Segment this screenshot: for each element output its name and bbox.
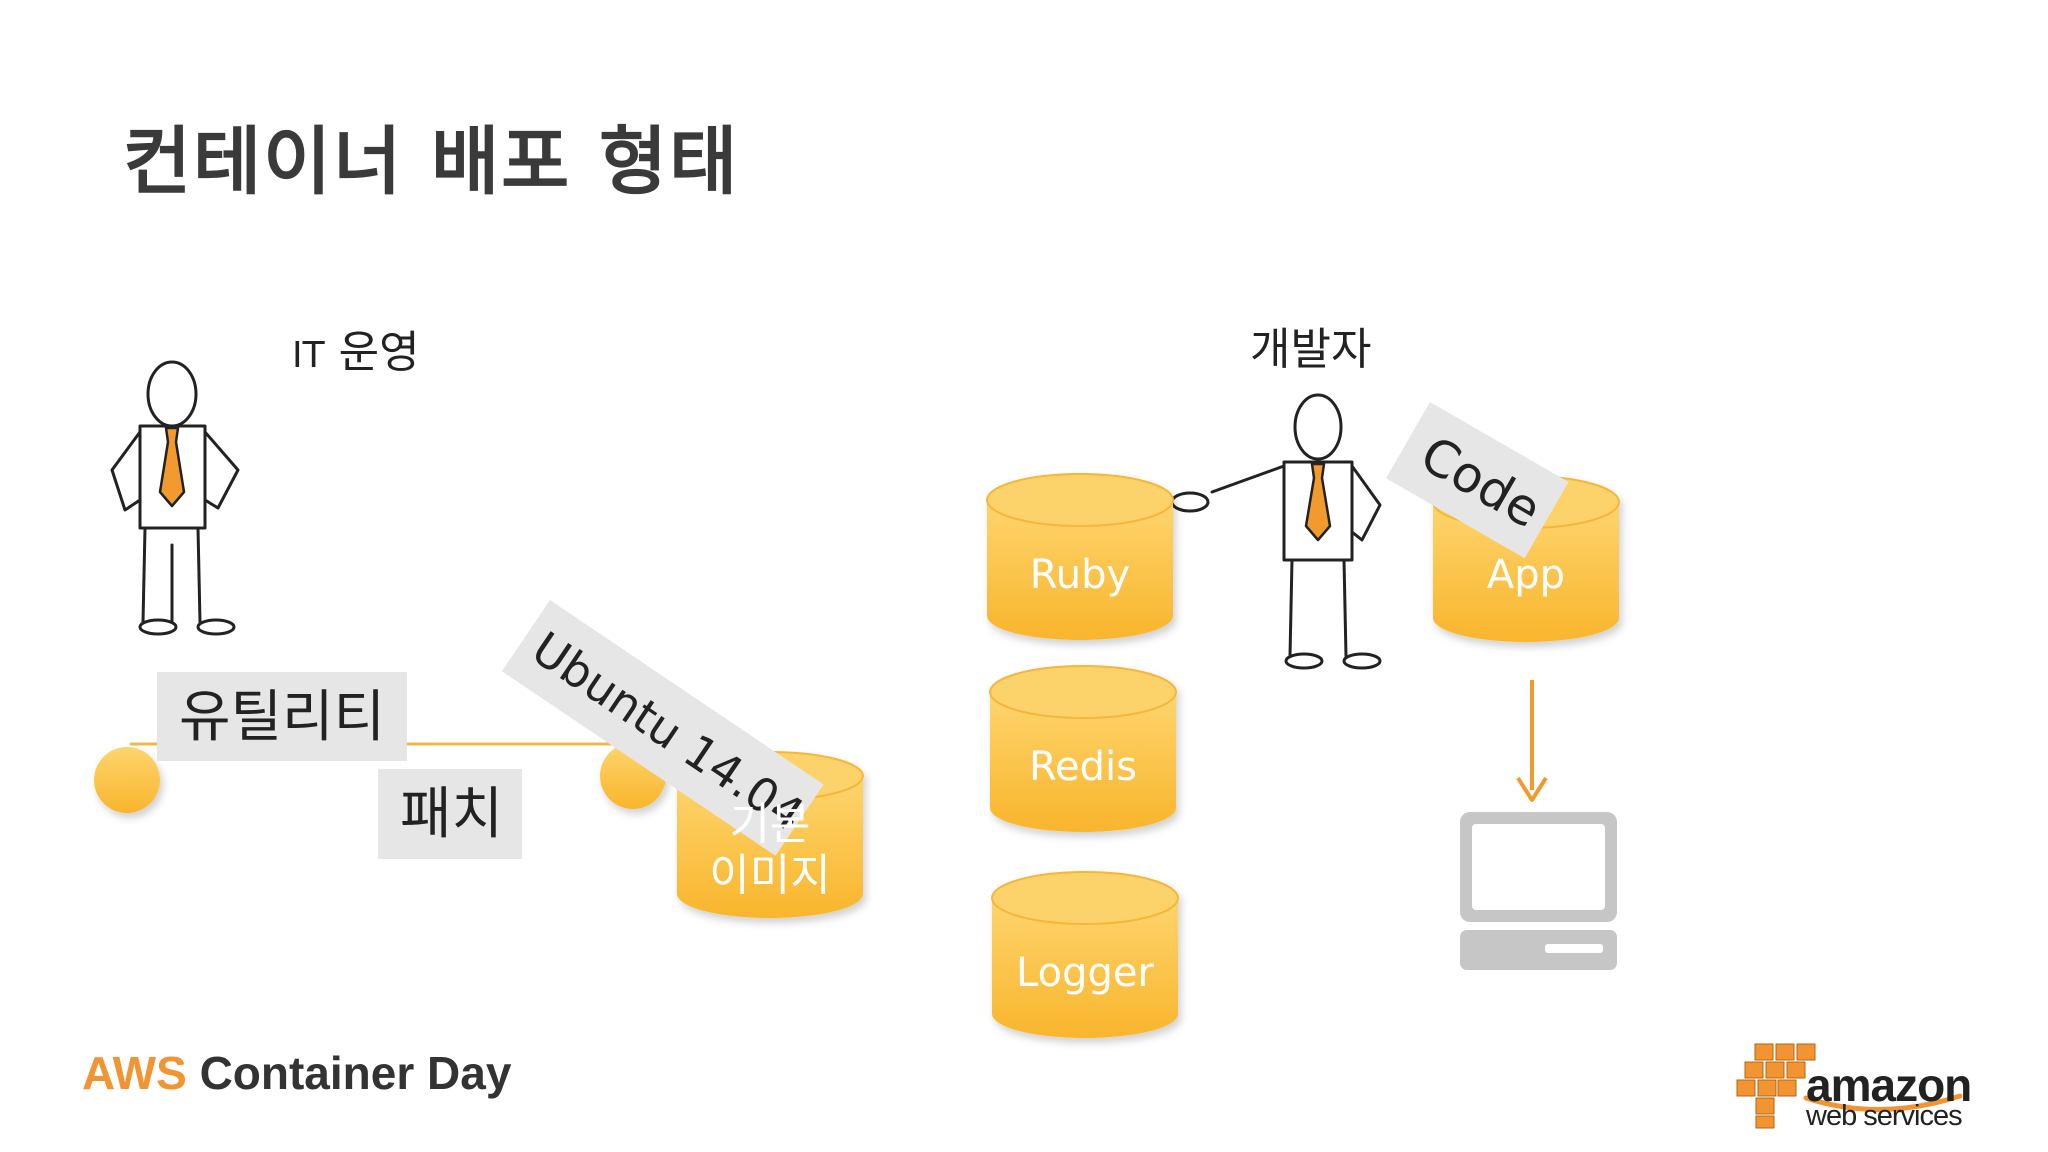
ruby-cylinder [986, 473, 1174, 640]
redis-label: Redis [1029, 744, 1137, 790]
redis-cylinder [989, 665, 1177, 832]
base-image-label: 기본 이미지 [686, 799, 854, 901]
footer-event-title: AWS Container Day [82, 1046, 511, 1100]
footer-aws: AWS [82, 1047, 187, 1099]
amazon-logo-word: amazon [1806, 1059, 1972, 1111]
slide-title: 컨테이너 배포 형태 [123, 119, 740, 205]
app-label: App [1486, 552, 1566, 598]
base-image-line2: 이미지 [709, 849, 831, 901]
ops-text: 운영 [338, 327, 420, 378]
base-image-line1: 기본 [729, 799, 811, 850]
logger-cylinder [991, 871, 1179, 1038]
computer-icon [1460, 812, 1617, 970]
it-ops-person-figure [110, 360, 240, 636]
developer-label: 개발자 [1250, 324, 1372, 375]
footer-event: Container Day [199, 1047, 512, 1099]
utility-circle-left [94, 747, 160, 813]
it-prefix: IT [292, 335, 325, 376]
it-ops-label: IT 운영 [292, 316, 420, 380]
utility-tag: 유틸리티 [157, 672, 407, 761]
developer-person-figure [1170, 393, 1382, 670]
deploy-arrow [1516, 680, 1548, 802]
patch-tag: 패치 [378, 769, 522, 859]
ruby-label: Ruby [1029, 552, 1131, 598]
logger-label: Logger [1016, 950, 1154, 996]
aws-logo-boxes-icon [1736, 1043, 1816, 1129]
amazon-logo-sub: web services [1806, 1100, 1963, 1132]
amazon-smile-icon [1803, 1093, 1963, 1113]
